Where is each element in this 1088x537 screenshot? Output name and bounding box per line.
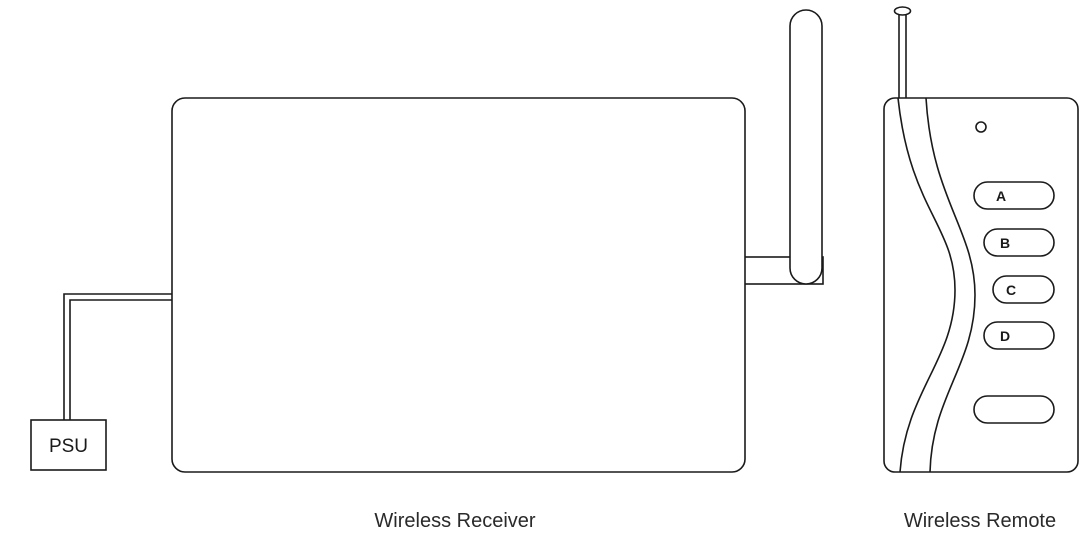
- receiver-body: [171, 97, 746, 473]
- remote-button-a-label: A: [996, 188, 1006, 204]
- remote-button-c-label: C: [1006, 282, 1016, 298]
- psu-box: PSU: [30, 419, 107, 471]
- remote-button-c[interactable]: C: [992, 275, 1055, 304]
- remote-antenna: [893, 6, 912, 100]
- remote-button-blank[interactable]: [973, 395, 1055, 424]
- remote-grip-curve-left: [897, 97, 956, 473]
- remote-button-d-label: D: [1000, 328, 1010, 344]
- remote-button-b-label: B: [1000, 235, 1010, 251]
- remote-button-d[interactable]: D: [983, 321, 1055, 350]
- remote-indicator-led: [975, 121, 987, 133]
- receiver-antenna: [789, 9, 823, 285]
- remote-button-a[interactable]: A: [973, 181, 1055, 210]
- remote-button-b[interactable]: B: [983, 228, 1055, 257]
- remote-caption: Wireless Remote: [904, 510, 1056, 532]
- remote-grip-curve-right: [925, 97, 976, 473]
- receiver-caption: Wireless Receiver: [374, 510, 535, 532]
- psu-label: PSU: [49, 436, 88, 457]
- psu-cable: [63, 293, 172, 420]
